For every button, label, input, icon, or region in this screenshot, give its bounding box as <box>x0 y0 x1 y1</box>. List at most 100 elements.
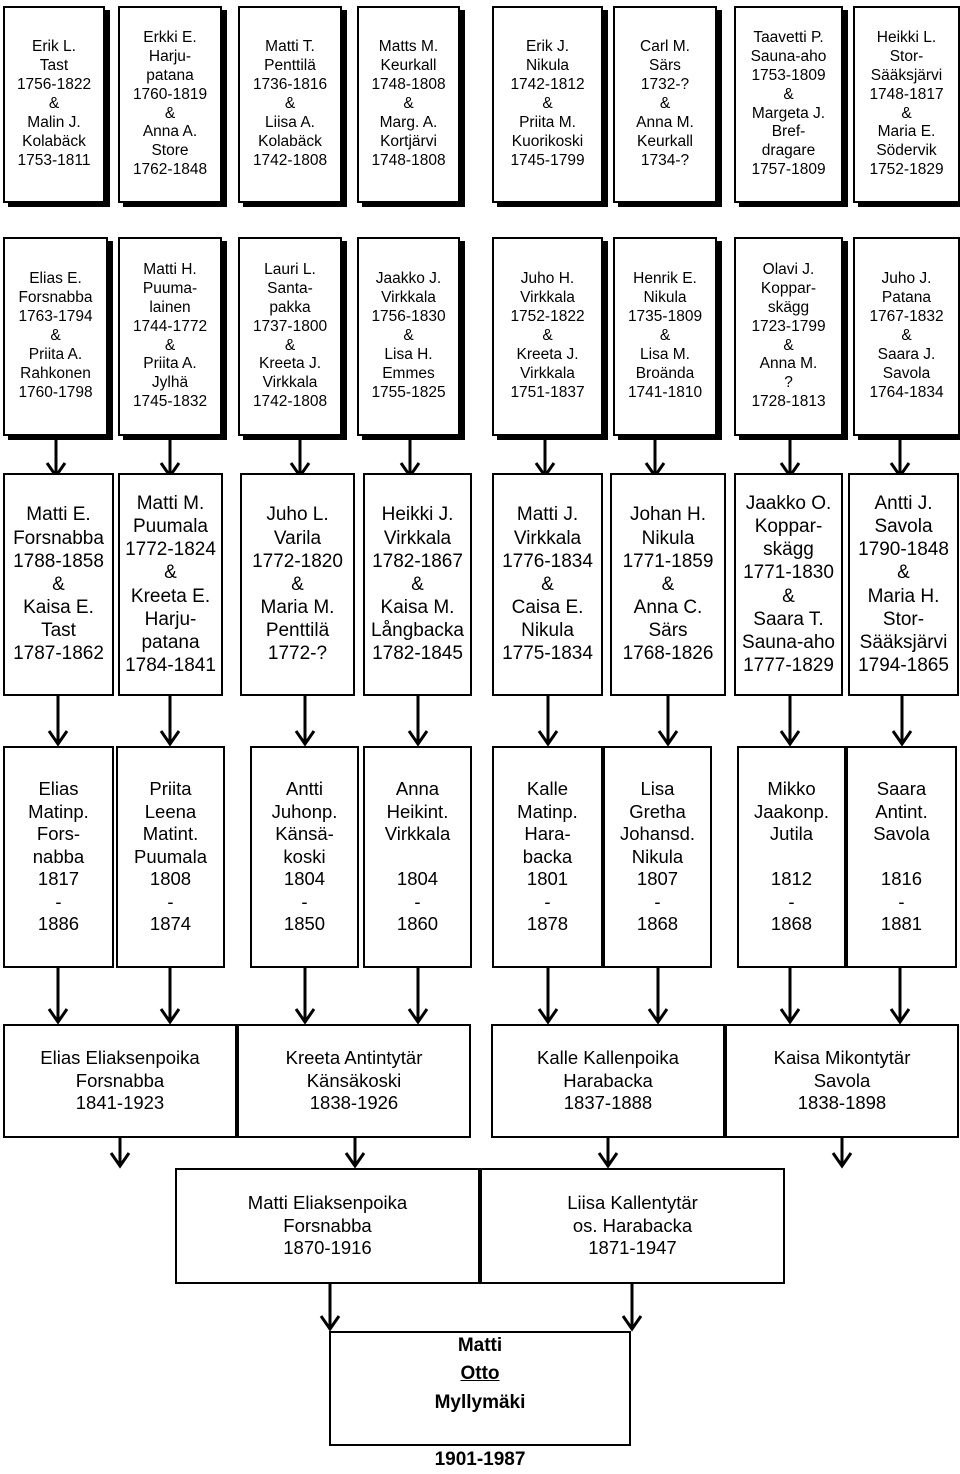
person-text: Anna Heikint. Virkkala 1804 - 1860 <box>384 778 451 935</box>
person-box-kreeta-antintytar-kansakoski: Kreeta Antintytär Känsäkoski 1838-1926 <box>237 1024 471 1138</box>
person-text: Matts M. Keurkall 1748-1808 & Marg. A. K… <box>371 38 446 169</box>
gen6-to-final-arrow-right-head <box>621 1315 643 1332</box>
person-box-olavi-j-kopparskagg: Olavi J. Koppar- skägg 1723-1799 & Anna … <box>734 237 843 436</box>
person-box-matti-h-puumalainen: Matti H. Puuma- lainen 1744-1772 & Priit… <box>118 237 222 436</box>
person-box-jaakko-o-kopparskagg: Jaakko O. Koppar- skägg 1771-1830 & Saar… <box>734 473 843 696</box>
person-text: Erkki E. Harju- patana 1760-1819 & Anna … <box>132 28 208 179</box>
person-box-elias-forsnabba: Elias Matinp. Fors- nabba 1817 - 1886 <box>3 746 114 968</box>
person-box-matti-j-virkkala: Matti J. Virkkala 1776-1834 & Caisa E. N… <box>492 473 603 696</box>
person-text: Antti J. Savola 1790-1848 & Maria H. Sto… <box>858 492 949 677</box>
person-box-mikko-jutila: Mikko Jaakonp. Jutila 1812 - 1868 <box>737 746 846 968</box>
person-box-kalle-kallenpoika-harabacka: Kalle Kallenpoika Harabacka 1837-1888 <box>491 1024 725 1138</box>
gen3-to-gen4-arrow-4-head <box>537 730 559 747</box>
person-text: Juho J. Patana 1767-1832 & Saara J. Savo… <box>869 270 944 401</box>
person-text: Heikki L. Stor- Sääksjärvi 1748-1817 & M… <box>869 28 944 179</box>
person-text: Henrik E. Nikula 1735-1809 & Lisa M. Bro… <box>627 270 703 401</box>
gen4-to-gen5-arrow-left-0-head <box>47 1008 69 1025</box>
final-middle-name: Otto <box>460 1363 500 1384</box>
person-text: Juho L. Varila 1772-1820 & Maria M. Pent… <box>252 504 343 665</box>
person-text: Carl M. Särs 1732-? & Anna M. Keurkall 1… <box>636 38 694 169</box>
final-last-name: Myllymäki <box>434 1391 526 1413</box>
final-descendant-box: Matti Otto Myllymäki 1901-1987 <box>329 1331 631 1470</box>
person-box-lauri-l-santapakka: Lauri L. Santa- pakka 1737-1800 & Kreeta… <box>238 237 342 436</box>
person-box-matts-m-keurkall: Matts M. Keurkall 1748-1808 & Marg. A. K… <box>357 6 460 203</box>
person-text: Elias Matinp. Fors- nabba 1817 - 1886 <box>28 778 89 935</box>
person-text: Erik L. Tast 1756-1822 & Malin J. Kolabä… <box>16 38 92 169</box>
person-text: Liisa Kallentytär os. Harabacka 1871-194… <box>567 1192 698 1259</box>
person-box-priita-leena-puumala: Priita Leena Matint. Puumala 1808 - 1874 <box>116 746 225 968</box>
gen3-to-gen4-arrow-2-head <box>294 730 316 747</box>
person-box-antti-kansakoski: Antti Juhonp. Känsä- koski 1804 - 1850 <box>250 746 359 968</box>
gen5-to-gen6-arrow-3-head <box>831 1152 853 1169</box>
person-box-matti-t-penttila: Matti T. Penttilä 1736-1816 & Liisa A. K… <box>238 6 342 203</box>
gen4-to-gen5-arrow-left-2-head <box>537 1008 559 1025</box>
person-text: Matti Eliaksenpoika Forsnabba 1870-1916 <box>247 1192 408 1259</box>
person-box-lisa-gretha-nikula: Lisa Gretha Johansd. Nikula 1807 - 1868 <box>603 746 712 968</box>
person-text: Heikki J. Virkkala 1782-1867 & Kaisa M. … <box>371 504 464 665</box>
person-box-jaakko-j-virkkala: Jaakko J. Virkkala 1756-1830 & Lisa H. E… <box>357 237 460 436</box>
person-text: Matti H. Puuma- lainen 1744-1772 & Priit… <box>132 260 208 411</box>
person-box-heikki-j-virkkala: Heikki J. Virkkala 1782-1867 & Kaisa M. … <box>363 473 472 696</box>
person-box-anna-virkkala: Anna Heikint. Virkkala 1804 - 1860 <box>363 746 472 968</box>
person-text: Saara Antint. Savola 1816 - 1881 <box>873 778 930 935</box>
person-text: Priita Leena Matint. Puumala 1808 - 1874 <box>133 778 207 935</box>
person-box-saara-savola: Saara Antint. Savola 1816 - 1881 <box>846 746 957 968</box>
person-text: Jaakko J. Virkkala 1756-1830 & Lisa H. E… <box>371 270 446 401</box>
person-text: Johan H. Nikula 1771-1859 & Anna C. Särs… <box>622 504 714 665</box>
person-box-henrik-e-nikula: Henrik E. Nikula 1735-1809 & Lisa M. Bro… <box>613 237 717 436</box>
final-first-name: Matti <box>457 1334 503 1356</box>
person-box-erik-j-nikula: Erik J. Nikula 1742-1812 & Priita M. Kuo… <box>492 6 603 203</box>
gen5-to-gen6-arrow-1-head <box>344 1152 366 1169</box>
person-text: Taavetti P. Sauna-aho 1753-1809 & Marget… <box>750 28 827 179</box>
person-text: Olavi J. Koppar- skägg 1723-1799 & Anna … <box>751 260 826 411</box>
person-text: Matti J. Virkkala 1776-1834 & Caisa E. N… <box>502 504 593 665</box>
gen4-to-gen5-arrow-right-0-head <box>159 1008 181 1025</box>
person-box-elias-eliaksenpoika-forsnabba: Elias Eliaksenpoika Forsnabba 1841-1923 <box>3 1024 237 1138</box>
person-text: Elias E. Forsnabba 1763-1794 & Priita A.… <box>18 270 93 401</box>
person-text: Lauri L. Santa- pakka 1737-1800 & Kreeta… <box>252 260 328 411</box>
person-box-johan-h-nikula: Johan H. Nikula 1771-1859 & Anna C. Särs… <box>610 473 726 696</box>
gen6-to-final-arrow-left-head <box>319 1315 341 1332</box>
person-text: Jaakko O. Koppar- skägg 1771-1830 & Saar… <box>742 492 835 677</box>
person-box-erkki-e-harjupatana: Erkki E. Harju- patana 1760-1819 & Anna … <box>118 6 222 203</box>
gen4-to-gen5-arrow-left-1-head <box>294 1008 316 1025</box>
person-box-elias-e-forsnabba: Elias E. Forsnabba 1763-1794 & Priita A.… <box>3 237 108 436</box>
gen4-to-gen5-arrow-left-3-head <box>779 1008 801 1025</box>
person-box-carl-m-sars: Carl M. Särs 1732-? & Anna M. Keurkall 1… <box>613 6 717 203</box>
person-text: Kreeta Antintytär Känsäkoski 1838-1926 <box>285 1047 423 1114</box>
person-box-kaisa-mikontytar-savola: Kaisa Mikontytär Savola 1838-1898 <box>725 1024 959 1138</box>
person-box-juho-l-varila: Juho L. Varila 1772-1820 & Maria M. Pent… <box>240 473 355 696</box>
person-text: Mikko Jaakonp. Jutila 1812 - 1868 <box>753 778 830 935</box>
gen5-to-gen6-arrow-0-head <box>109 1152 131 1169</box>
person-box-taavetti-p-sauna-aho: Taavetti P. Sauna-aho 1753-1809 & Marget… <box>734 6 843 203</box>
person-text: Matti T. Penttilä 1736-1816 & Liisa A. K… <box>252 38 328 169</box>
gen5-to-gen6-arrow-2-head <box>597 1152 619 1169</box>
gen4-to-gen5-arrow-right-3-head <box>889 1008 911 1025</box>
person-box-juho-h-virkkala: Juho H. Virkkala 1752-1822 & Kreeta J. V… <box>492 237 603 436</box>
person-box-matti-e-forsnabba: Matti E. Forsnabba 1788-1858 & Kaisa E. … <box>3 473 114 696</box>
person-text: Antti Juhonp. Känsä- koski 1804 - 1850 <box>271 778 338 935</box>
gen3-to-gen4-arrow-5-head <box>657 730 679 747</box>
gen4-to-gen5-arrow-right-1-head <box>407 1008 429 1025</box>
person-box-antti-j-savola: Antti J. Savola 1790-1848 & Maria H. Sto… <box>848 473 959 696</box>
person-box-liisa-kallentytar-harabacka: Liisa Kallentytär os. Harabacka 1871-194… <box>480 1168 785 1284</box>
person-box-heikki-l-stor-saaksjarvi: Heikki L. Stor- Sääksjärvi 1748-1817 & M… <box>853 6 960 203</box>
person-box-matti-eliaksenpoika-forsnabba: Matti Eliaksenpoika Forsnabba 1870-1916 <box>175 1168 480 1284</box>
gen3-to-gen4-arrow-7-head <box>891 730 913 747</box>
gen3-to-gen4-arrow-0-head <box>47 730 69 747</box>
person-text: Kaisa Mikontytär Savola 1838-1898 <box>773 1047 911 1114</box>
gen3-to-gen4-arrow-3-head <box>407 730 429 747</box>
person-text: Matti E. Forsnabba 1788-1858 & Kaisa E. … <box>13 504 104 665</box>
person-text: Erik J. Nikula 1742-1812 & Priita M. Kuo… <box>510 38 585 169</box>
person-text: Juho H. Virkkala 1752-1822 & Kreeta J. V… <box>510 270 585 401</box>
gen3-to-gen4-arrow-6-head <box>779 730 801 747</box>
person-text: Kalle Kallenpoika Harabacka 1837-1888 <box>537 1047 679 1114</box>
person-box-kalle-harabacka: Kalle Matinp. Hara- backa 1801 - 1878 <box>492 746 603 968</box>
person-box-juho-j-patana: Juho J. Patana 1767-1832 & Saara J. Savo… <box>853 237 960 436</box>
final-years: 1901-1987 <box>434 1448 526 1470</box>
person-text: Matti M. Puumala 1772-1824 & Kreeta E. H… <box>125 492 216 677</box>
person-text: Lisa Gretha Johansd. Nikula 1807 - 1868 <box>619 778 696 935</box>
person-box-erik-l-tast: Erik L. Tast 1756-1822 & Malin J. Kolabä… <box>3 6 105 203</box>
person-text: Elias Eliaksenpoika Forsnabba 1841-1923 <box>40 1047 200 1114</box>
